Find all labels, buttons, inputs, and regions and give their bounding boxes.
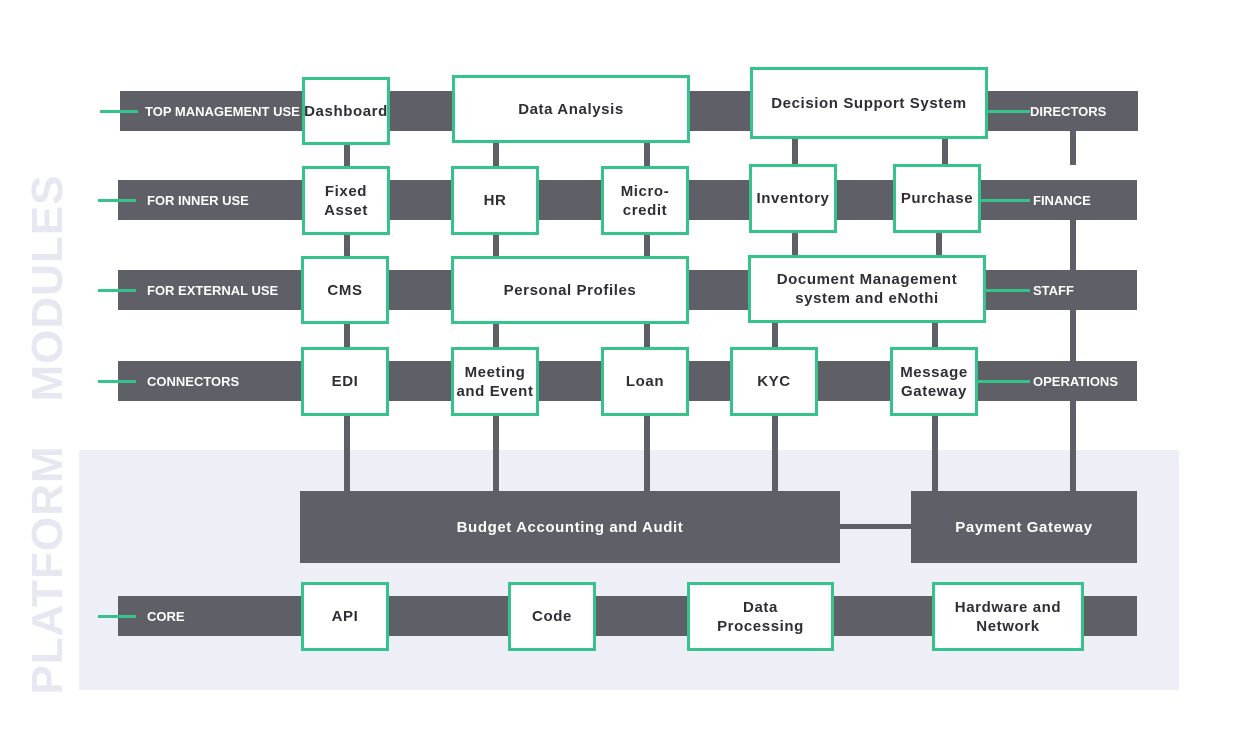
connector-line [1070, 215, 1076, 492]
platform-hardware-and-network[interactable]: Hardware and Network [932, 582, 1084, 651]
row-label-directors: DIRECTORS [1030, 103, 1107, 119]
connector-line [344, 230, 350, 260]
connector-line [932, 320, 938, 350]
module-edi[interactable]: EDI [301, 347, 389, 416]
connector-line [493, 140, 499, 170]
connector-line [493, 230, 499, 260]
module-meeting-and-event[interactable]: Meeting and Event [451, 347, 539, 416]
row-accent [976, 380, 1030, 383]
row-label-connectors: CONNECTORS [147, 373, 240, 389]
module-data-analysis[interactable]: Data Analysis [452, 75, 690, 143]
connector-line [644, 140, 650, 170]
platform-code[interactable]: Code [508, 582, 596, 651]
connector-line [936, 230, 942, 260]
connector-line [932, 410, 938, 492]
row-label-inner-use: FOR INNER USE [147, 192, 249, 208]
module-dashboard[interactable]: Dashboard [302, 77, 390, 145]
platform-section-label: PLATFORM [23, 445, 72, 695]
row-accent [984, 289, 1030, 292]
connector-line [838, 524, 914, 529]
connector-line [493, 320, 499, 350]
row-label-top-management: TOP MANAGEMENT USE [145, 103, 300, 119]
row-accent [980, 199, 1030, 202]
module-fixed-asset[interactable]: Fixed Asset [302, 166, 390, 235]
payment-gateway-block[interactable]: Payment Gateway [911, 491, 1137, 563]
row-accent [98, 380, 136, 383]
row-label-operations: OPERATIONS [1033, 373, 1118, 389]
row-label-staff: STAFF [1033, 282, 1074, 298]
connector-line [644, 410, 650, 492]
row-label-core: CORE [147, 608, 185, 624]
platform-background [79, 450, 1179, 690]
row-accent [98, 199, 136, 202]
connector-line [344, 410, 350, 492]
module-inventory[interactable]: Inventory [749, 164, 837, 233]
row-accent [100, 110, 138, 113]
connector-line [772, 320, 778, 350]
module-micro-credit[interactable]: Micro- credit [601, 166, 689, 235]
row-accent [986, 110, 1030, 113]
module-loan[interactable]: Loan [601, 347, 689, 416]
module-kyc[interactable]: KYC [730, 347, 818, 416]
row-label-finance: FINANCE [1033, 192, 1091, 208]
connector-line [772, 410, 778, 492]
connector-line [344, 320, 350, 350]
connector-line [644, 320, 650, 350]
module-message-gateway[interactable]: Message Gateway [890, 347, 978, 416]
connector-line [1070, 130, 1076, 165]
module-decision-support-system[interactable]: Decision Support System [750, 67, 988, 139]
connector-line [942, 138, 948, 168]
modules-section-label: MODULES [23, 174, 72, 402]
module-purchase[interactable]: Purchase [893, 164, 981, 233]
budget-accounting-audit-block[interactable]: Budget Accounting and Audit [300, 491, 840, 563]
platform-api[interactable]: API [301, 582, 389, 651]
module-document-management[interactable]: Document Management system and eNothi [748, 255, 986, 323]
connector-line [344, 140, 350, 170]
module-personal-profiles[interactable]: Personal Profiles [451, 256, 689, 324]
module-cms[interactable]: CMS [301, 256, 389, 324]
connector-line [644, 230, 650, 260]
connector-line [792, 230, 798, 260]
module-hr[interactable]: HR [451, 166, 539, 235]
row-accent [98, 615, 136, 618]
platform-data-processing[interactable]: Data Processing [687, 582, 834, 651]
connector-line [792, 138, 798, 168]
row-accent [98, 289, 136, 292]
row-label-external-use: FOR EXTERNAL USE [147, 282, 279, 298]
connector-line [493, 410, 499, 492]
